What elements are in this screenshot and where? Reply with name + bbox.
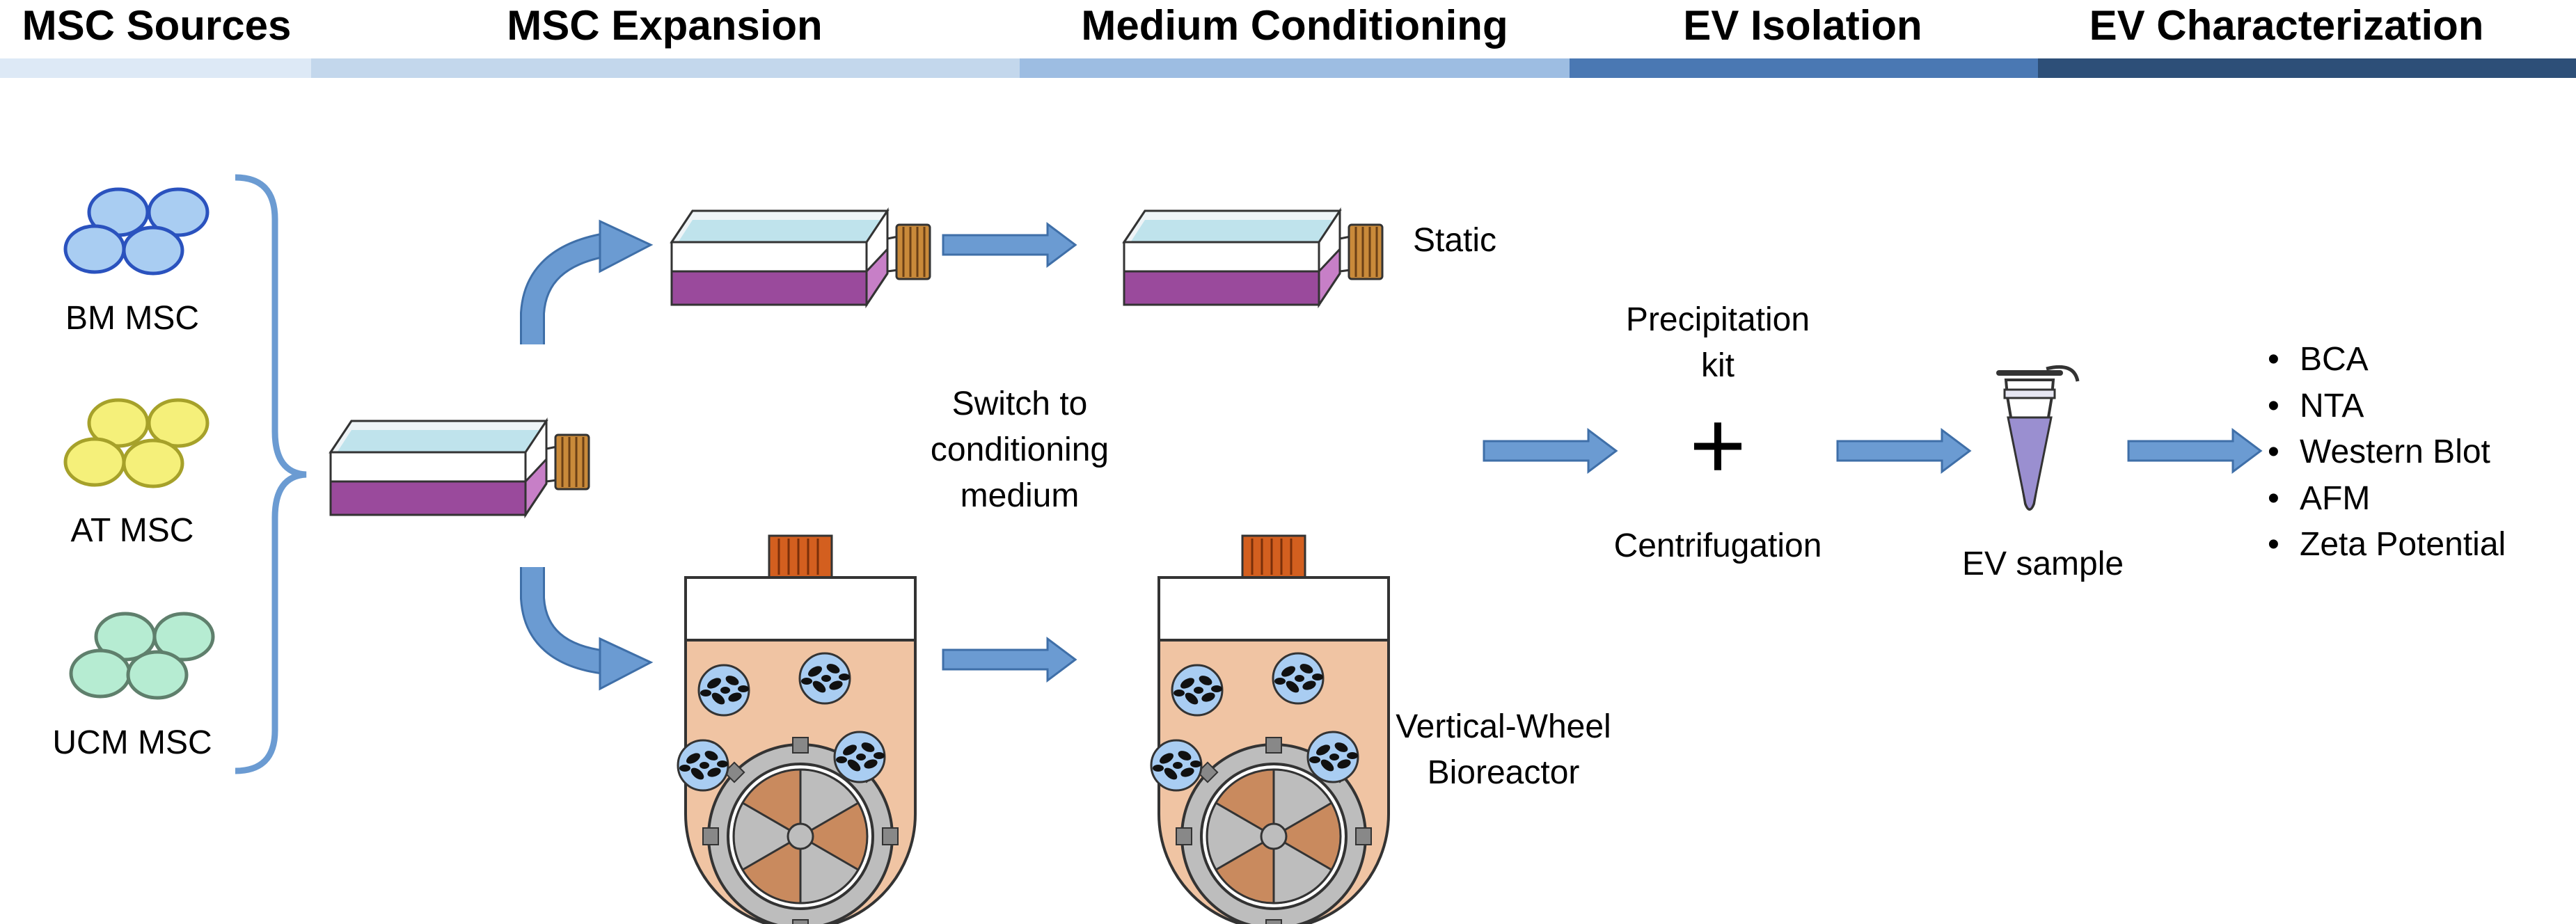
bullet-icon: • (2268, 387, 2279, 424)
arrow-to-ev-sample (1836, 429, 1971, 473)
bullet-icon: • (2268, 341, 2279, 378)
precip-line-1: Precipitation (1625, 301, 1810, 338)
ucm-cell (69, 648, 132, 699)
switch-medium-line-1: Switch to (951, 385, 1088, 422)
bm-cell (63, 224, 126, 274)
bm-cell (147, 187, 210, 237)
straight-arrow-bioreactor (942, 637, 1077, 682)
at-msc-cells (63, 398, 210, 488)
centrifugation-label: Centrifugation (1613, 527, 1822, 564)
characterization-methods-list: • BCA • NTA • Western Blot • AFM • Zeta Poten… (2268, 337, 2506, 568)
ucm-msc-cells (69, 612, 215, 700)
bm-cell (122, 225, 184, 276)
stage-title-msc-expansion: MSC Expansion (507, 2, 823, 49)
switch-medium-line-3: medium (960, 477, 1080, 514)
bm-msc-label: BM MSC (65, 300, 199, 337)
bullet-icon: • (2268, 526, 2279, 563)
stage-title-msc-sources: MSC Sources (22, 2, 292, 49)
static-flask-2 (1123, 209, 1384, 306)
stage-bar-medium-conditioning (1020, 58, 1570, 78)
ucm-msc-label: UCM MSC (52, 724, 212, 761)
stage-title-ev-characterization: EV Characterization (2089, 2, 2484, 49)
bullet-icon: • (2268, 433, 2279, 470)
vertical-wheel-bioreactor-label: Vertical-Wheel Bioreactor (1396, 704, 1611, 796)
vwb-line-1: Vertical-Wheel (1396, 708, 1611, 745)
precip-line-2: kit (1700, 347, 1735, 384)
at-cell (63, 437, 126, 487)
curved-arrow-up (520, 219, 654, 344)
stage-bar-msc-sources (0, 58, 311, 78)
stage-title-medium-conditioning: Medium Conditioning (1081, 2, 1508, 49)
vwb-line-2: Bioreactor (1427, 754, 1580, 791)
curved-arrow-down (520, 567, 654, 691)
static-label: Static (1413, 222, 1497, 259)
method-label: AFM (2300, 479, 2371, 517)
ucm-cell (152, 612, 215, 662)
bullet-icon: • (2268, 479, 2279, 517)
method-label: Western Blot (2300, 433, 2490, 470)
arrow-to-isolation (1483, 429, 1618, 473)
bioreactor-1 (678, 536, 915, 924)
arrow-to-characterization (2127, 429, 2262, 473)
method-label: NTA (2300, 387, 2364, 424)
method-item: • Western Blot (2268, 429, 2506, 476)
method-label: Zeta Potential (2300, 526, 2506, 563)
method-item: • Zeta Potential (2268, 522, 2506, 568)
precipitation-kit-label: Precipitation kit (1626, 297, 1810, 389)
stage-bar-msc-expansion (311, 58, 1020, 78)
switch-medium-line-2: conditioning (930, 431, 1109, 468)
method-item: • NTA (2268, 383, 2506, 430)
ev-sample-label: EV sample (1961, 545, 2124, 582)
expansion-flask (329, 420, 590, 516)
static-flask-1 (670, 209, 931, 306)
straight-arrow-static (942, 223, 1077, 267)
method-label: BCA (2300, 341, 2369, 378)
ev-sample-tube (1996, 365, 2080, 511)
switch-medium-label: Switch to conditioning medium (931, 381, 1109, 519)
bm-msc-cells (63, 187, 210, 276)
stage-bar-ev-isolation (1570, 58, 2038, 78)
at-cell (147, 398, 210, 448)
bioreactor-2 (1151, 536, 1389, 924)
stage-title-ev-isolation: EV Isolation (1683, 2, 1922, 49)
at-cell (122, 438, 184, 488)
method-item: • AFM (2268, 476, 2506, 523)
at-msc-label: AT MSC (70, 512, 194, 549)
method-item: • BCA (2268, 337, 2506, 383)
plus-symbol: + (1689, 390, 1746, 500)
source-brace (235, 174, 307, 774)
ucm-cell (126, 650, 189, 700)
stage-bar-ev-characterization (2038, 58, 2576, 78)
